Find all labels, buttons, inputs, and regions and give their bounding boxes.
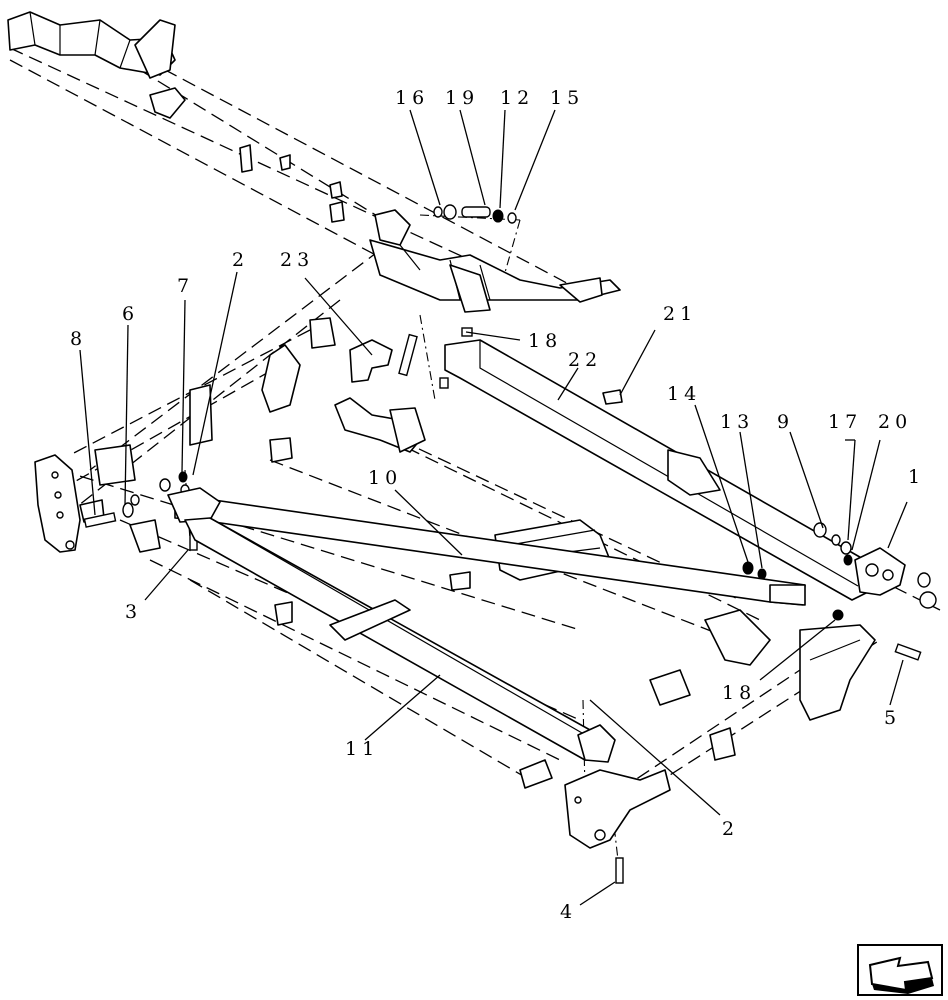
callout-6: 6: [122, 303, 139, 325]
callout-12: 12: [500, 87, 534, 109]
callout-4: 4: [560, 901, 577, 923]
callout-21: 21: [663, 303, 697, 325]
callout-8: 8: [70, 328, 87, 350]
callout-2-lower: 2: [722, 818, 739, 840]
callout-14: 14: [667, 383, 701, 405]
callout-7: 7: [177, 275, 194, 297]
main-beam-22: [444, 339, 906, 601]
front-right-frame: [564, 624, 876, 884]
callout-22: 22: [568, 349, 602, 371]
callout-9: 9: [777, 411, 794, 433]
callout-5: 5: [884, 707, 901, 729]
bracket-23: [349, 339, 393, 383]
callout-18-lower: 18: [722, 682, 756, 704]
callout-11: 11: [345, 738, 379, 760]
callout-23: 23: [280, 249, 314, 271]
diagonal-tube: [167, 487, 806, 606]
callout-20: 20: [878, 411, 912, 433]
callout-16: 16: [395, 87, 429, 109]
callout-18-upper: 18: [528, 330, 562, 352]
callout-3: 3: [125, 601, 142, 623]
arrow-back-icon[interactable]: [857, 944, 943, 996]
rear-frame: [7, 11, 621, 486]
callout-15: 15: [550, 87, 584, 109]
callout-17: 17: [828, 411, 862, 433]
callout-labels: 16 19 12 15 23 2 7 6 8 18 21 22 14 13 9 …: [70, 87, 925, 923]
callout-1: 1: [908, 466, 925, 488]
pivot-hardware: [742, 522, 937, 661]
callout-19: 19: [445, 87, 479, 109]
callout-13: 13: [720, 411, 754, 433]
callout-2-upper: 2: [232, 249, 249, 271]
upper-hardware: [398, 204, 517, 389]
callout-10: 10: [368, 467, 402, 489]
left-hardware: [83, 471, 198, 553]
lower-tube-11: [184, 517, 616, 789]
assembly-lines: [9, 29, 941, 861]
leader-lines: [79, 109, 908, 906]
